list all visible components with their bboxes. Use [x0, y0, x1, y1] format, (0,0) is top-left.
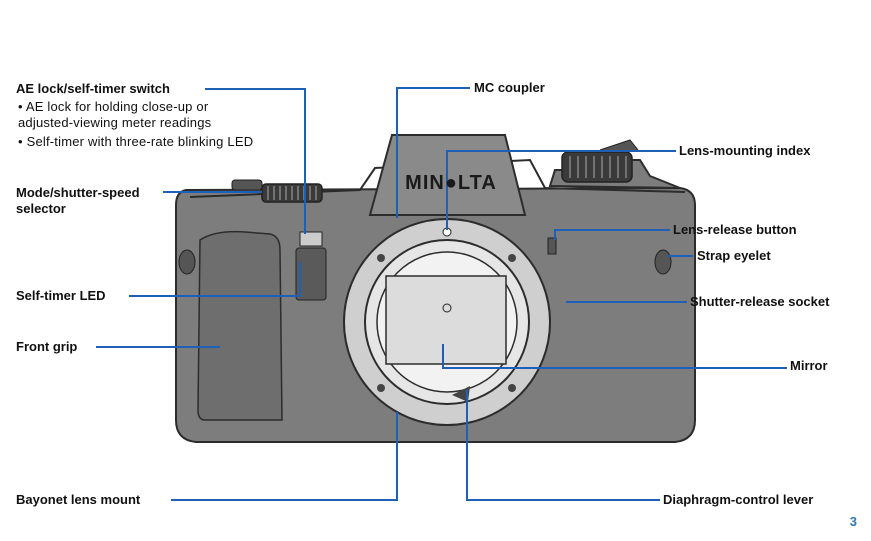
label-ae-lock: AE lock/self-timer switch [16, 81, 170, 96]
ae-lock-switch [299, 231, 323, 247]
diaphragm-lever-shape [452, 386, 470, 402]
label-mode-selector: Mode/shutter-speed selector [16, 185, 140, 216]
label-front-grip: Front grip [16, 339, 78, 354]
leader-diaphragm [466, 390, 660, 501]
leader-self-timer-led [129, 262, 301, 297]
lens-release-shape [547, 237, 557, 255]
label-mc-coupler: MC coupler [474, 80, 545, 95]
front-grip-shape [197, 230, 283, 421]
leader-lines [96, 87, 787, 501]
label-shutter-release-socket: Shutter-release socket [690, 294, 830, 309]
page-number: 3 [849, 514, 857, 529]
leader-mc-coupler [396, 87, 470, 218]
leader-mounting-index [446, 150, 676, 230]
leader-lens-release [554, 229, 670, 240]
ae-lock-note-2: • Self-timer with three-rate blinking LE… [18, 134, 254, 149]
label-diaphragm-lever: Diaphragm-control lever [663, 492, 814, 507]
label-bayonet-mount: Bayonet lens mount [16, 492, 141, 507]
right-strap-eyelet [654, 249, 672, 275]
left-strap-eyelet [178, 249, 196, 275]
label-mirror: Mirror [790, 358, 828, 373]
label-self-timer-led: Self-timer LED [16, 288, 106, 303]
leader-ae-lock [205, 88, 306, 234]
shutter-dial [561, 151, 633, 183]
mirror-box [385, 275, 507, 365]
label-lens-release-button: Lens-release button [673, 222, 797, 237]
label-lens-mounting-index: Lens-mounting index [679, 143, 811, 158]
label-strap-eyelet: Strap eyelet [697, 248, 771, 263]
leader-bayonet [171, 412, 398, 501]
leader-mirror [442, 344, 787, 369]
ae-lock-note-1: • AE lock for holding close-up or adjust… [18, 99, 212, 130]
brand-logo: MIN●LTA [405, 172, 497, 194]
self-timer-led-window [295, 247, 327, 301]
